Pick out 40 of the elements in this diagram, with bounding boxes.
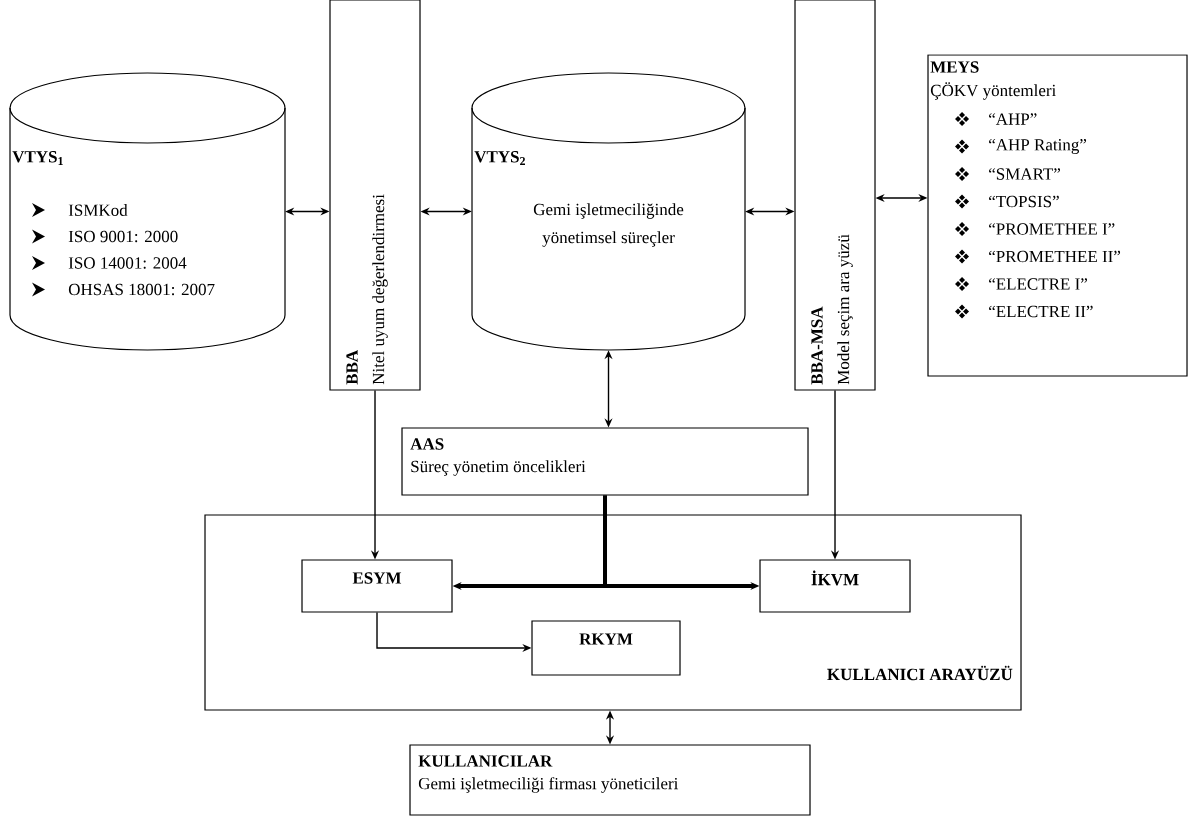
module-box <box>531 620 681 676</box>
list-item: “ELECTRE I” <box>989 278 1087 290</box>
list-item: ISMKod <box>68 204 128 216</box>
process-box <box>401 427 809 496</box>
heading: BBA-MSA <box>811 306 823 385</box>
heading: AAS <box>410 438 444 450</box>
heading: VTYS$_{1}$ <box>12 151 63 165</box>
vertical-box <box>329 0 421 391</box>
vertical-box <box>794 0 876 391</box>
description: Süreç yönetim öncelikleri <box>411 460 586 476</box>
list-item: “PROMETHEE I” <box>989 223 1115 235</box>
group-label: KULLANICI ARAYÜZÜ <box>827 665 1013 681</box>
heading: KULLANICILAR <box>418 755 553 767</box>
description: Gemi işletmeciliğinde yönetimsel süreçler <box>533 203 684 247</box>
heading: MEYS <box>930 61 979 73</box>
module-label: ESYM <box>352 572 402 584</box>
description: Gemi işletmeciliği firması yöneticileri <box>418 777 679 793</box>
list-item: “AHP Rating” <box>989 139 1087 154</box>
list-item: “AHP” <box>989 113 1037 125</box>
heading: VTYS$_{2}$ <box>474 151 525 165</box>
vertical-label: Model seçim ara yüzü <box>837 234 853 385</box>
module-label: İKVM <box>811 570 859 586</box>
database-cylinder <box>471 72 746 351</box>
list-item: “SMART” <box>989 168 1061 180</box>
list-item: ISO 9001: 2000 <box>68 230 178 243</box>
module-label: RKYM <box>579 633 633 645</box>
database-cylinder <box>9 72 286 351</box>
vertical-label: Nitel uyum değerlendirmesi <box>372 194 388 385</box>
subheading: ÇÖKV yöntemleri <box>930 82 1056 100</box>
heading: BBA <box>346 349 358 385</box>
method-list-box <box>927 54 1188 377</box>
module-box <box>759 559 911 613</box>
list-item: “PROMETHEE II” <box>989 250 1121 263</box>
list-item: “TOPSIS” <box>989 195 1059 208</box>
list-item: “ELECTRE II” <box>989 305 1093 318</box>
list-item: ISO 14001: 2004 <box>68 257 187 269</box>
process-box <box>409 744 811 816</box>
list-item: OHSAS 18001: 2007 <box>68 283 215 296</box>
interface-box <box>204 514 1022 711</box>
module-box <box>301 559 453 613</box>
